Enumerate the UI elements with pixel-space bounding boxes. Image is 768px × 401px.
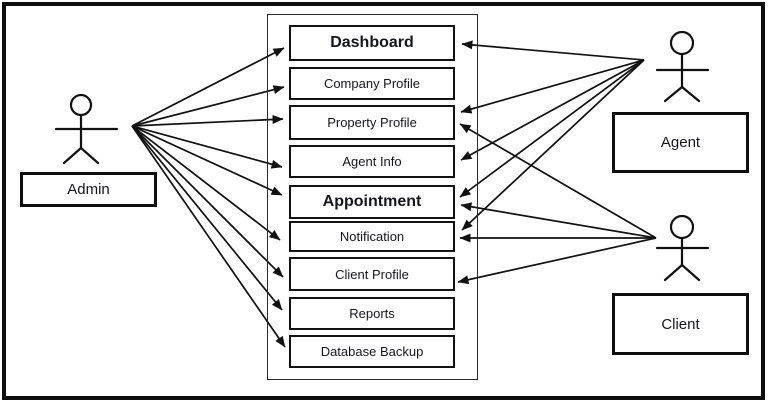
module-client-profile: Client Profile [289, 257, 455, 291]
agent-connections [459, 40, 645, 231]
arrow-agent-notification [461, 59, 645, 231]
actor-box-admin: Admin [20, 172, 157, 207]
client-connections [457, 123, 657, 285]
admin-connections [131, 47, 286, 348]
module-company-profile: Company Profile [289, 67, 455, 100]
arrow-agent-dashboard [461, 40, 645, 61]
arrow-agent-property-profile [460, 59, 645, 114]
module-reports: Reports [289, 297, 455, 330]
arrow-client-property-profile [459, 123, 657, 239]
arrow-admin-notification [131, 125, 281, 241]
agent-leg-left [663, 85, 684, 103]
arrow-admin-appointment [131, 125, 283, 196]
actor-box-client: Client [612, 293, 749, 355]
arrow-admin-agent-info [131, 125, 283, 169]
module-appointment: Appointment [289, 185, 455, 219]
arrow-admin-database-backup [131, 125, 286, 348]
admin-leg-left [62, 146, 83, 165]
client-leg-right [680, 263, 701, 282]
client-leg-left [663, 263, 684, 282]
admin-actor-icon [54, 93, 119, 165]
arrow-client-appointment [460, 202, 657, 239]
module-agent-info: Agent Info [289, 145, 455, 178]
module-notification: Notification [289, 221, 455, 252]
arrow-agent-agent-info [460, 59, 645, 161]
arrow-admin-property-profile [131, 114, 284, 127]
module-database-backup: Database Backup [289, 335, 455, 368]
arrow-agent-appointment [459, 59, 645, 198]
module-property-profile: Property Profile [289, 105, 455, 140]
agent-actor-icon [655, 30, 710, 103]
arrow-admin-company-profile [131, 85, 285, 127]
arrow-admin-reports [131, 125, 283, 311]
admin-leg-right [79, 146, 100, 165]
modules-container [267, 14, 478, 380]
client-actor-icon [655, 214, 710, 282]
module-dashboard: Dashboard [289, 25, 455, 61]
arrow-admin-dashboard [131, 47, 285, 127]
arrow-admin-client-profile [131, 125, 284, 278]
agent-leg-right [680, 85, 701, 103]
arrow-client-client-profile [457, 237, 657, 285]
actor-box-agent: Agent [612, 112, 749, 173]
